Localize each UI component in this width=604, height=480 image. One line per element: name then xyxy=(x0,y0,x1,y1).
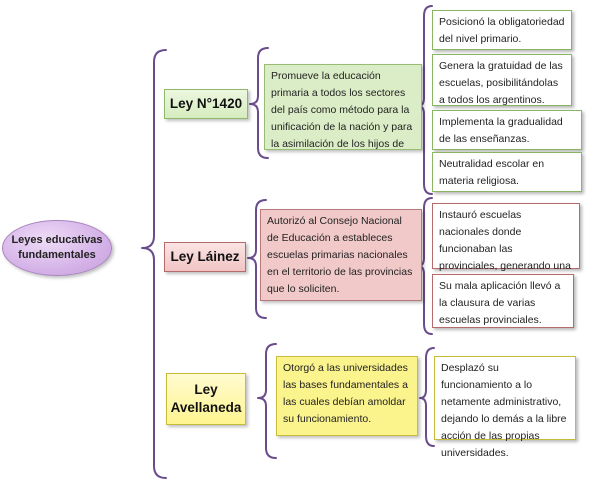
law-1420-detail-3-text: Implementa la gradualidad de las enseñan… xyxy=(439,116,563,145)
law-lainez-detail-2: Su mala aplicación llevó a la clausura d… xyxy=(432,274,574,328)
law-1420-detail-3: Implementa la gradualidad de las enseñan… xyxy=(432,110,582,150)
root-label: Leyes educativas fundamentales xyxy=(11,234,103,261)
law-1420-detail-2: Genera la gratuidad de las escuelas, pos… xyxy=(432,54,572,106)
law-1420-detail-1: Posicionó la obligatoriedad del nivel pr… xyxy=(432,10,572,50)
law-1420-title: Ley N°1420 xyxy=(169,96,243,111)
root-bracket xyxy=(141,49,167,479)
law-1420-detail-2-text: Genera la gratuidad de las escuelas, pos… xyxy=(439,60,563,106)
law-lainez-detail-1: Instauró escuelas nacionales donde funci… xyxy=(432,203,580,289)
law3-details-bracket xyxy=(419,347,435,447)
law3-bracket xyxy=(257,343,277,459)
law-node-lainez: Ley Láinez xyxy=(164,242,246,272)
law-1420-detail-4-text: Neutralidad escolar en materia religiosa… xyxy=(439,158,545,187)
law-1420-detail-4: Neutralidad escolar en materia religiosa… xyxy=(432,152,582,192)
law-lainez-description: Autorizó al Consejo Nacional de Educació… xyxy=(260,209,422,301)
law-avellaneda-description: Otorgó a las universidades las bases fun… xyxy=(276,356,418,436)
law-lainez-description-text: Autorizó al Consejo Nacional de Educació… xyxy=(267,215,413,295)
law-1420-detail-1-text: Posicionó la obligatoriedad del nivel pr… xyxy=(439,16,565,45)
law-avellaneda-detail-1: Desplazó su funcionamiento a lo netament… xyxy=(434,356,576,459)
law-1420-description-text: Promueve la educación primaria a todos l… xyxy=(271,70,413,150)
law-1420-description: Promueve la educación primaria a todos l… xyxy=(264,64,422,150)
law-avellaneda-title: Ley Avellaneda xyxy=(170,382,242,415)
root-node: Leyes educativas fundamentales xyxy=(2,220,112,276)
law-avellaneda-description-text: Otorgó a las universidades las bases fun… xyxy=(283,362,408,425)
law-node-1420: Ley N°1420 xyxy=(164,89,248,119)
law2-bracket xyxy=(247,199,267,319)
law-node-avellaneda: Ley Avellaneda xyxy=(166,373,246,425)
law-lainez-detail-2-text: Su mala aplicación llevó a la clausura d… xyxy=(439,280,561,326)
law-avellaneda-detail-1-text: Desplazó su funcionamiento a lo netament… xyxy=(441,362,567,459)
law-lainez-title: Ley Láinez xyxy=(170,249,240,264)
law1-bracket xyxy=(249,47,269,159)
